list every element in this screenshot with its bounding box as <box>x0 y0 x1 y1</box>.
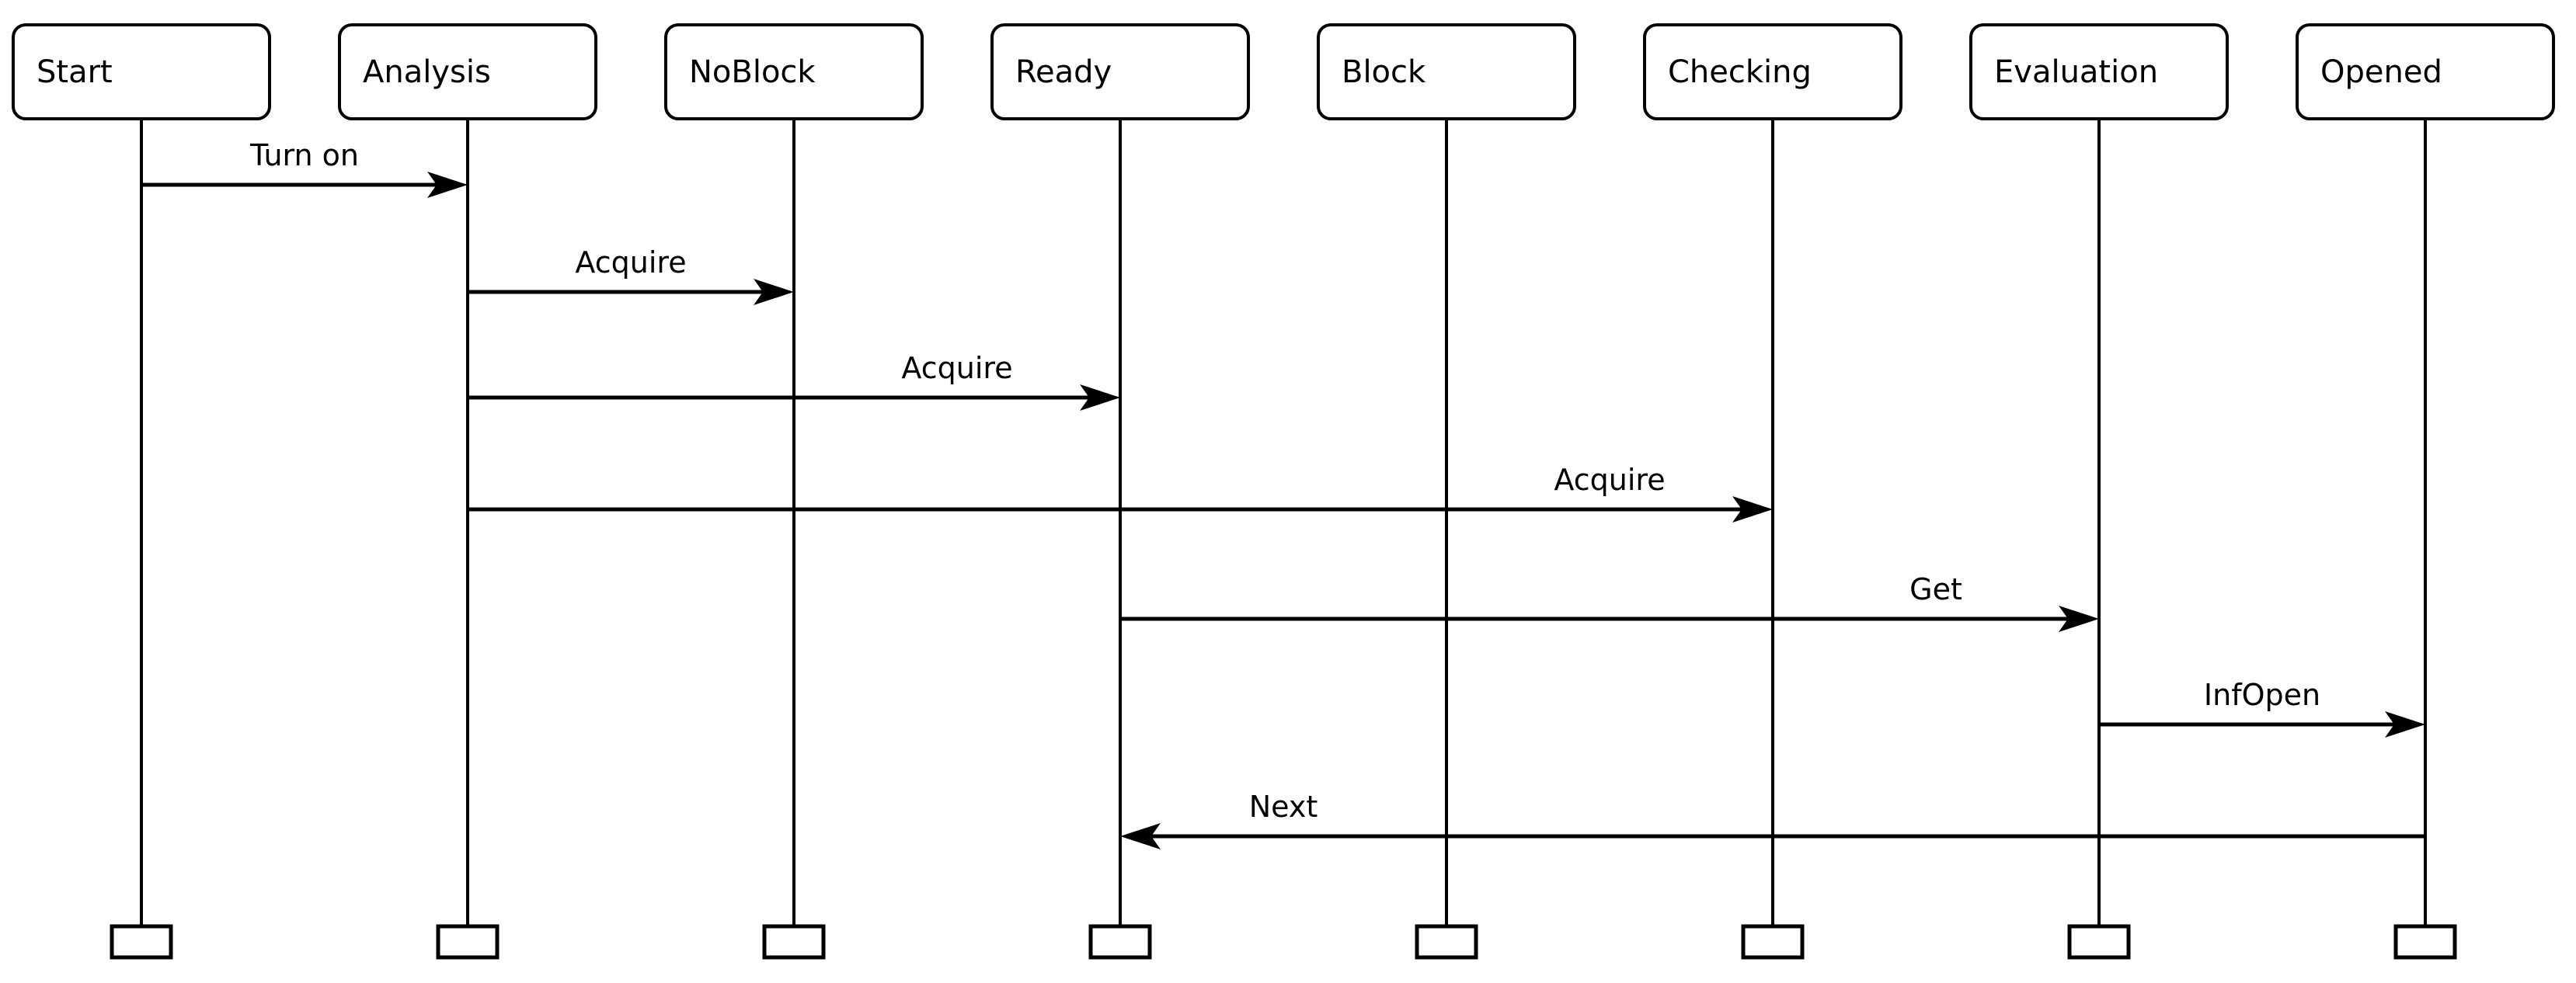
message-label-acquire-1: Acquire <box>575 245 687 280</box>
end-marker-evaluation <box>2067 924 2131 960</box>
end-marker-checking <box>1741 924 1805 960</box>
actor-label: Evaluation <box>1994 54 2159 90</box>
actor-label: Analysis <box>363 54 491 90</box>
end-marker-opened <box>2393 924 2457 960</box>
actor-box-opened: Opened <box>2296 23 2555 120</box>
message-label-acquire-2: Acquire <box>901 351 1013 385</box>
end-marker-ready <box>1088 924 1152 960</box>
actor-label: Block <box>1342 54 1426 90</box>
actor-label: Ready <box>1015 54 1112 90</box>
actor-box-evaluation: Evaluation <box>1969 23 2229 120</box>
actor-label: Opened <box>2320 54 2442 90</box>
end-marker-block <box>1415 924 1478 960</box>
arrow-head-icon <box>1732 496 1773 523</box>
actor-box-analysis: Analysis <box>338 23 597 120</box>
arrow-head-icon <box>754 279 794 305</box>
actor-box-ready: Ready <box>990 23 1250 120</box>
arrow-head-icon <box>1080 384 1120 411</box>
arrow-head-icon <box>2059 606 2099 632</box>
actor-box-start: Start <box>12 23 271 120</box>
end-marker-noblock <box>762 924 826 960</box>
arrow-head-icon <box>2385 711 2425 738</box>
actor-box-block: Block <box>1317 23 1576 120</box>
message-label-infopen: InfOpen <box>2203 678 2321 712</box>
message-label-acquire-3: Acquire <box>1554 463 1666 497</box>
message-label-get: Get <box>1909 572 1962 606</box>
actor-box-checking: Checking <box>1643 23 1902 120</box>
arrow-head-icon <box>427 172 468 198</box>
actor-label: Checking <box>1668 54 1812 90</box>
actor-box-noblock: NoBlock <box>664 23 924 120</box>
message-label-turn-on: Turn on <box>250 138 359 172</box>
actor-label: NoBlock <box>689 54 816 90</box>
message-label-next: Next <box>1248 790 1318 824</box>
end-marker-analysis <box>436 924 500 960</box>
arrow-head-icon <box>1120 823 1161 849</box>
end-marker-start <box>110 924 173 960</box>
actor-label: Start <box>37 54 113 90</box>
